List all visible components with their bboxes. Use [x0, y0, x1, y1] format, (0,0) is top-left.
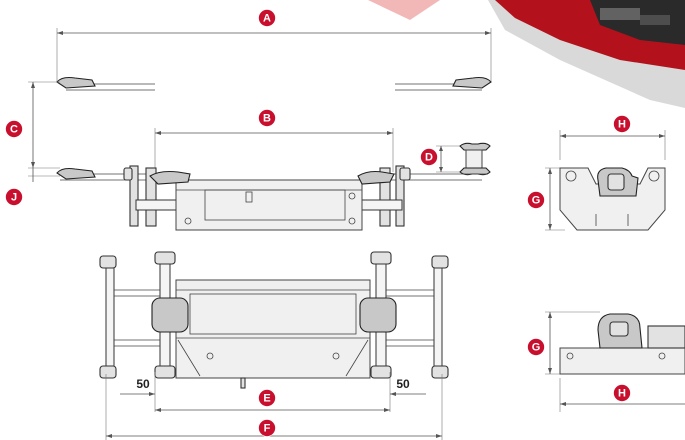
badge-e: E [258, 389, 276, 407]
svg-text:E: E [263, 393, 270, 405]
svg-text:F: F [264, 423, 271, 435]
dimension-j [28, 168, 60, 182]
end-view-upper [545, 130, 666, 231]
arm-extension-top [56, 76, 492, 91]
svg-text:H: H [618, 388, 626, 400]
svg-text:50: 50 [136, 377, 150, 391]
dimension-e [155, 408, 390, 412]
badge-c: C [5, 120, 23, 138]
badge-h-lower: H [613, 384, 631, 402]
dimension-f [105, 374, 443, 440]
svg-text:D: D [425, 152, 433, 164]
badge-f: F [258, 419, 276, 437]
dimension-d [436, 145, 462, 173]
product-photo-corner [368, 0, 685, 108]
badge-b: B [258, 109, 276, 127]
jack-side-view [56, 165, 488, 231]
svg-text:G: G [532, 342, 541, 354]
dimension-c [28, 81, 60, 169]
adapter-block-detail [459, 142, 491, 176]
badge-g-upper: G [527, 191, 545, 209]
jack-top-view [99, 251, 449, 389]
badge-g-lower: G [527, 338, 545, 356]
svg-text:A: A [263, 13, 271, 25]
svg-text:50: 50 [396, 377, 410, 391]
badge-j: J [5, 188, 23, 206]
svg-text:G: G [532, 195, 541, 207]
dimension-a [56, 28, 492, 82]
badge-h-upper: H [613, 115, 631, 133]
offset-right: 50 [389, 372, 426, 412]
svg-text:C: C [10, 124, 18, 136]
svg-text:B: B [263, 113, 271, 125]
end-view-lower [545, 311, 685, 412]
svg-text:J: J [11, 192, 17, 204]
badge-a: A [258, 9, 276, 27]
offset-left: 50 [120, 372, 156, 412]
svg-text:H: H [618, 119, 626, 131]
badge-d: D [420, 148, 438, 166]
dimension-b [154, 128, 394, 172]
